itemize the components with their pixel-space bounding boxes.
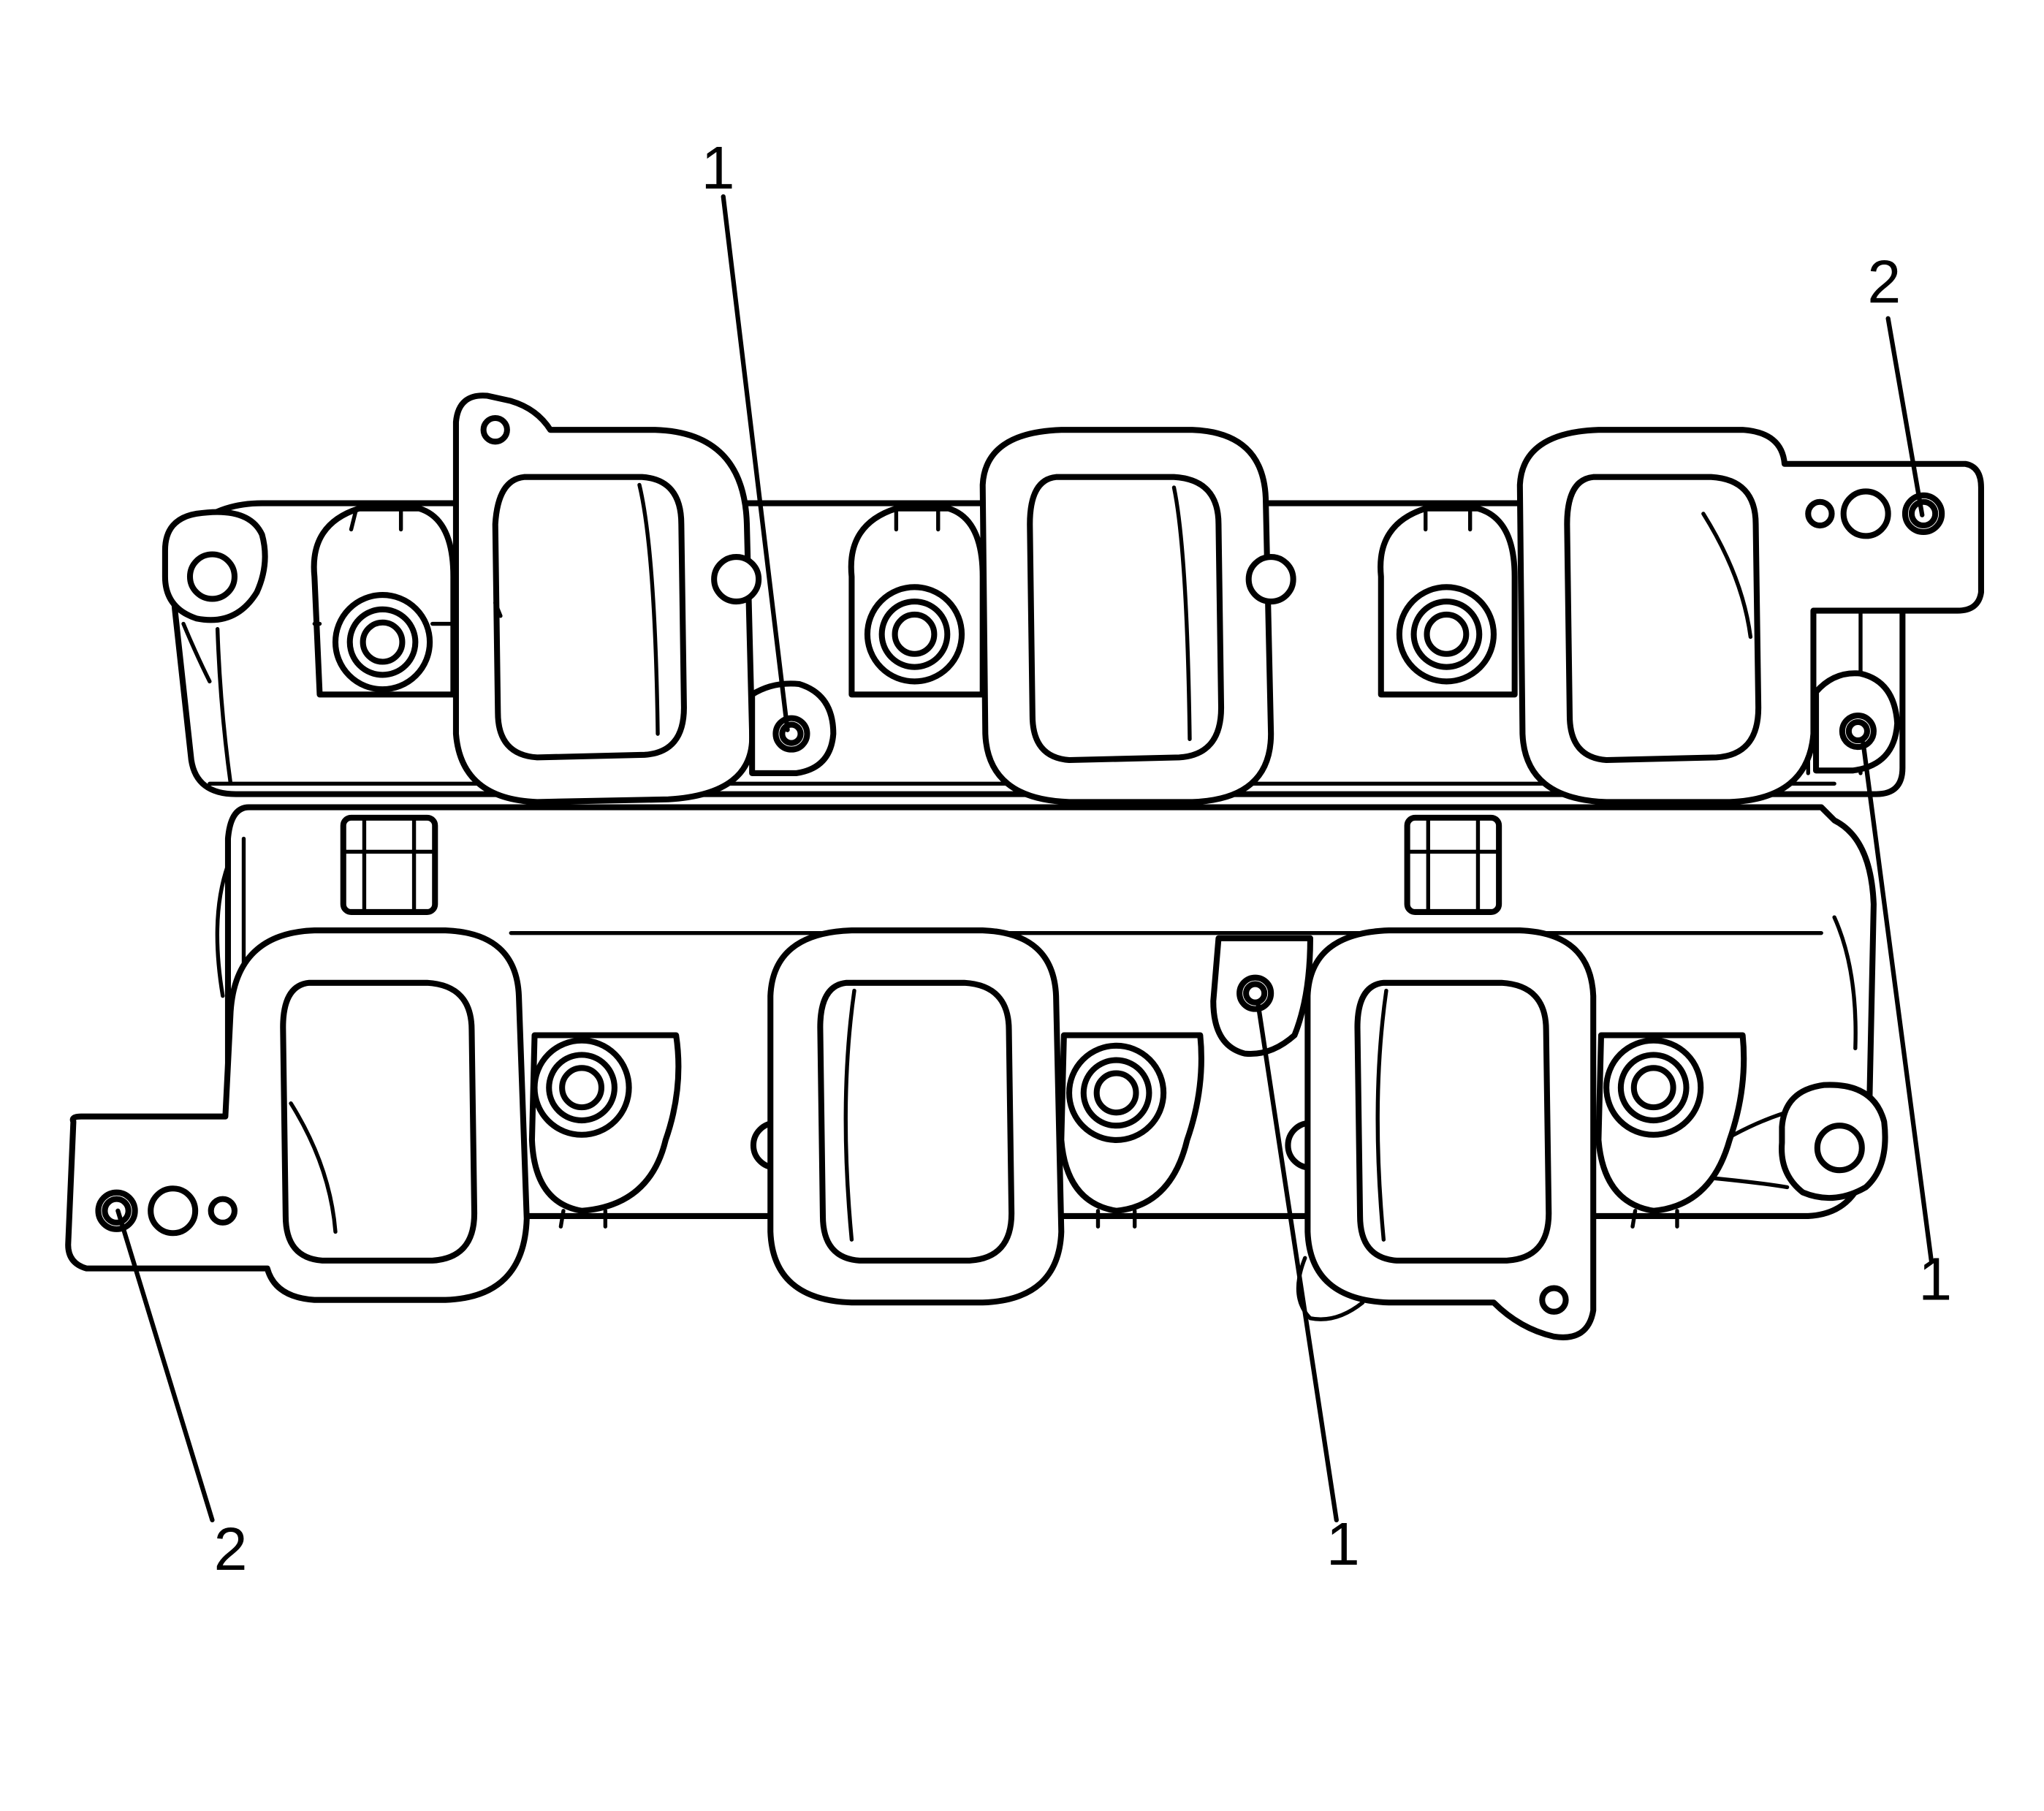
right-mounting-boss bbox=[1695, 1082, 1888, 1201]
callout-1-bottom: 1 bbox=[1326, 1511, 1360, 1578]
lower-injector-boss-2 bbox=[1058, 1032, 1204, 1229]
sensor-boss-right bbox=[1404, 814, 1502, 915]
left-mounting-boss bbox=[162, 509, 268, 684]
leader-2-right bbox=[1885, 316, 1925, 517]
upper-injector-boss-1 bbox=[311, 505, 457, 698]
callout-leaders bbox=[115, 194, 1934, 1523]
callout-1-top: 1 bbox=[702, 134, 735, 202]
sensor-boss-left bbox=[340, 814, 438, 915]
lower-port-flange-2 bbox=[767, 927, 1065, 1306]
lower-port-flange-1 bbox=[65, 927, 530, 1303]
upper-port-flange-1 bbox=[452, 392, 756, 805]
bolt-tab-upper-center bbox=[749, 680, 837, 776]
upper-injector-boss-2 bbox=[848, 505, 986, 698]
callout-2-left: 2 bbox=[214, 1516, 248, 1583]
upper-injector-boss-3 bbox=[1378, 505, 1518, 698]
upper-port-flange-2 bbox=[979, 427, 1274, 805]
lower-port-flange-3 bbox=[1296, 927, 1597, 1340]
callout-2-right: 2 bbox=[1867, 248, 1901, 316]
upper-port-flange-3 bbox=[1516, 427, 1984, 805]
lower-injector-boss-3 bbox=[1595, 1032, 1747, 1229]
leader-1-bottom bbox=[1255, 1000, 1339, 1523]
callout-labels: 1 1 1 2 2 bbox=[214, 134, 1953, 1583]
leader-2-left bbox=[115, 1208, 215, 1523]
leader-1-top bbox=[721, 194, 790, 732]
callout-1-right: 1 bbox=[1918, 1246, 1952, 1313]
leader-1-right bbox=[1861, 740, 1934, 1264]
bolt-tab-right bbox=[1812, 670, 1901, 774]
lower-injector-boss-1 bbox=[528, 1032, 682, 1229]
